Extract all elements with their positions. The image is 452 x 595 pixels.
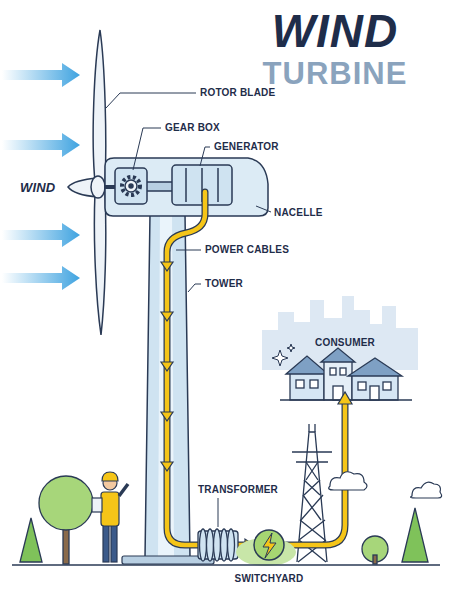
houses <box>280 348 412 400</box>
part-label: CONSUMER <box>315 337 375 349</box>
part-label: TRANSFORMER <box>198 484 278 496</box>
rotor <box>68 30 106 335</box>
switchyard-symbol <box>236 530 296 566</box>
city-skyline <box>262 296 418 370</box>
ground-line <box>12 564 440 565</box>
part-label: GENERATOR <box>214 141 279 153</box>
title: WIND TURBINE <box>232 6 438 91</box>
part-label: POWER CABLES <box>205 244 289 256</box>
part-label: TOWER <box>205 278 243 290</box>
leader-lines <box>106 93 271 527</box>
flow-arrowheads <box>161 262 352 551</box>
wind-label: WIND <box>20 180 55 195</box>
nacelle <box>104 158 268 216</box>
worker-figure <box>92 472 128 562</box>
part-label: NACELLE <box>274 207 323 219</box>
transformer-symbol <box>198 529 238 561</box>
trees <box>20 476 428 564</box>
clouds <box>329 472 442 498</box>
sparkles <box>272 344 295 366</box>
part-label: SWITCHYARD <box>235 573 304 585</box>
wind-arrows <box>2 63 80 290</box>
part-label: ROTOR BLADE <box>200 87 275 99</box>
power-pylon <box>292 424 332 562</box>
energy-flow-arrow <box>167 192 345 545</box>
part-label: GEAR BOX <box>165 122 220 134</box>
